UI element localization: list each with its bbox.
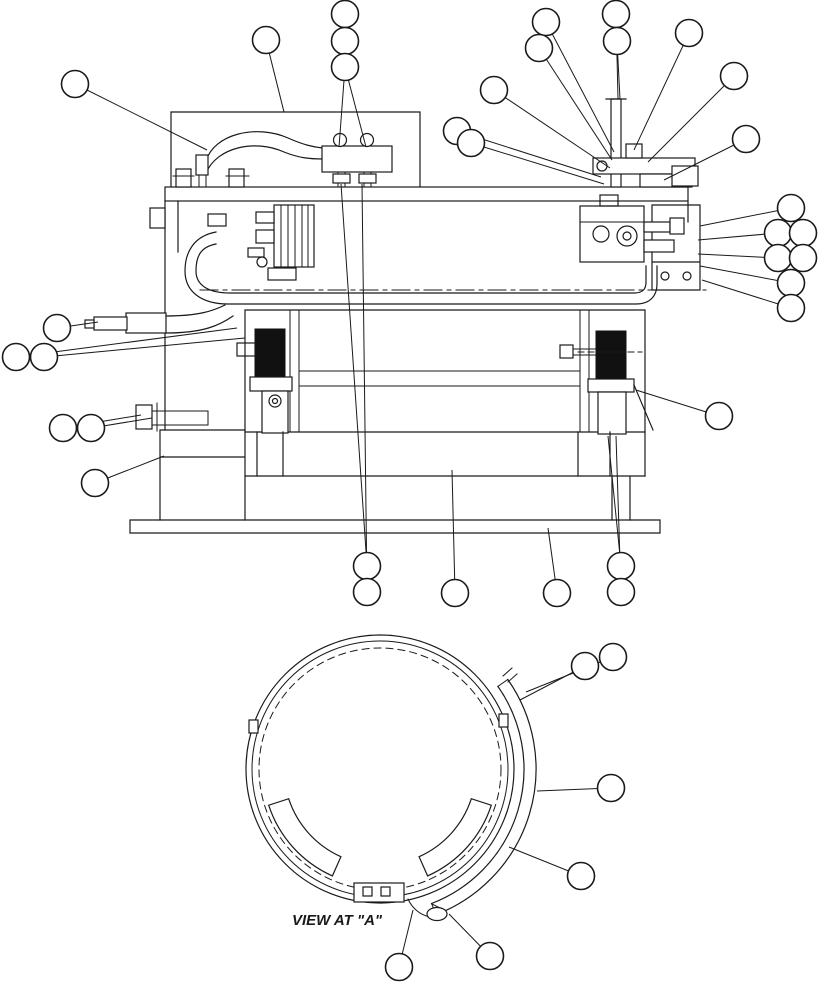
callout-balloon [440, 578, 470, 608]
grease-pipe-assembly [195, 131, 393, 188]
top-structure [164, 111, 689, 202]
arc-slot-right [418, 797, 493, 877]
right-top-assembly [592, 98, 699, 188]
callout-balloon [776, 268, 806, 298]
leader-line [451, 469, 456, 594]
leader-line [538, 47, 613, 161]
callout-balloon [566, 861, 596, 891]
lower-housing [244, 309, 654, 435]
callout-balloon [251, 25, 281, 55]
interior-left-component [247, 204, 315, 281]
callout-balloon [542, 578, 572, 608]
callout-balloon [531, 7, 561, 37]
callout-balloon [330, 26, 360, 56]
callout-balloon [763, 243, 793, 273]
leader-line [647, 75, 735, 163]
callout-balloon [763, 218, 793, 248]
callout-balloon [475, 941, 505, 971]
callout-balloon [596, 773, 626, 803]
bottom-block [353, 882, 405, 903]
retainer-clip [407, 898, 448, 922]
callout-balloon [776, 293, 806, 323]
callout-balloon [42, 313, 72, 343]
callout-balloon [719, 61, 749, 91]
leader-line [470, 142, 605, 185]
detail-view-a: VIEW AT "A" [245, 634, 537, 929]
leader-line [43, 337, 246, 358]
interior-right-component [579, 194, 685, 263]
bolt-circle-dashed [258, 647, 502, 891]
rubber-seals [236, 328, 627, 380]
callout-balloon [76, 413, 106, 443]
arc-slot-left [267, 797, 342, 877]
callout-balloon [570, 651, 600, 681]
hose-fitting [125, 312, 167, 334]
callout-balloon [60, 69, 90, 99]
callout-balloon [606, 577, 636, 607]
hose-assembly [84, 213, 707, 334]
callout-balloon [788, 243, 818, 273]
callout-balloon [788, 218, 818, 248]
callout-balloon [330, 52, 360, 82]
callout-balloon [524, 33, 554, 63]
callout-balloon [1, 342, 31, 372]
leader-line [74, 83, 208, 151]
callout-balloon [384, 952, 414, 982]
callout-balloon [352, 577, 382, 607]
leader-line [633, 32, 690, 151]
seal-left [254, 328, 286, 378]
callout-balloon [704, 401, 734, 431]
callout-balloon [601, 0, 631, 29]
base-structure [129, 402, 661, 534]
drum-outer-circle [245, 634, 515, 904]
callout-balloon [731, 124, 761, 154]
callout-balloon [479, 75, 509, 105]
callout-balloon [598, 642, 628, 672]
leader-line [361, 183, 368, 593]
callout-balloon [48, 413, 78, 443]
leader-line [701, 279, 792, 309]
callout-balloon [776, 193, 806, 223]
callout-balloon [29, 342, 59, 372]
leader-line [635, 389, 720, 417]
leader-line [663, 138, 747, 181]
view-label: VIEW AT "A" [292, 912, 383, 929]
leader-line [699, 207, 792, 227]
leader-line [340, 183, 368, 567]
callout-balloon [456, 128, 486, 158]
callout-balloon [606, 551, 636, 581]
leader-line [545, 21, 615, 153]
callout-balloon [80, 468, 110, 498]
mount-bolt [135, 404, 153, 430]
callout-balloon [352, 551, 382, 581]
callout-balloon [330, 0, 360, 29]
leader-line [699, 265, 792, 284]
leader-lines [15, 13, 792, 968]
callout-balloon [602, 26, 632, 56]
callout-balloon [674, 18, 704, 48]
leader-line [607, 435, 622, 567]
leader-line [493, 89, 611, 169]
seal-right [595, 330, 627, 380]
